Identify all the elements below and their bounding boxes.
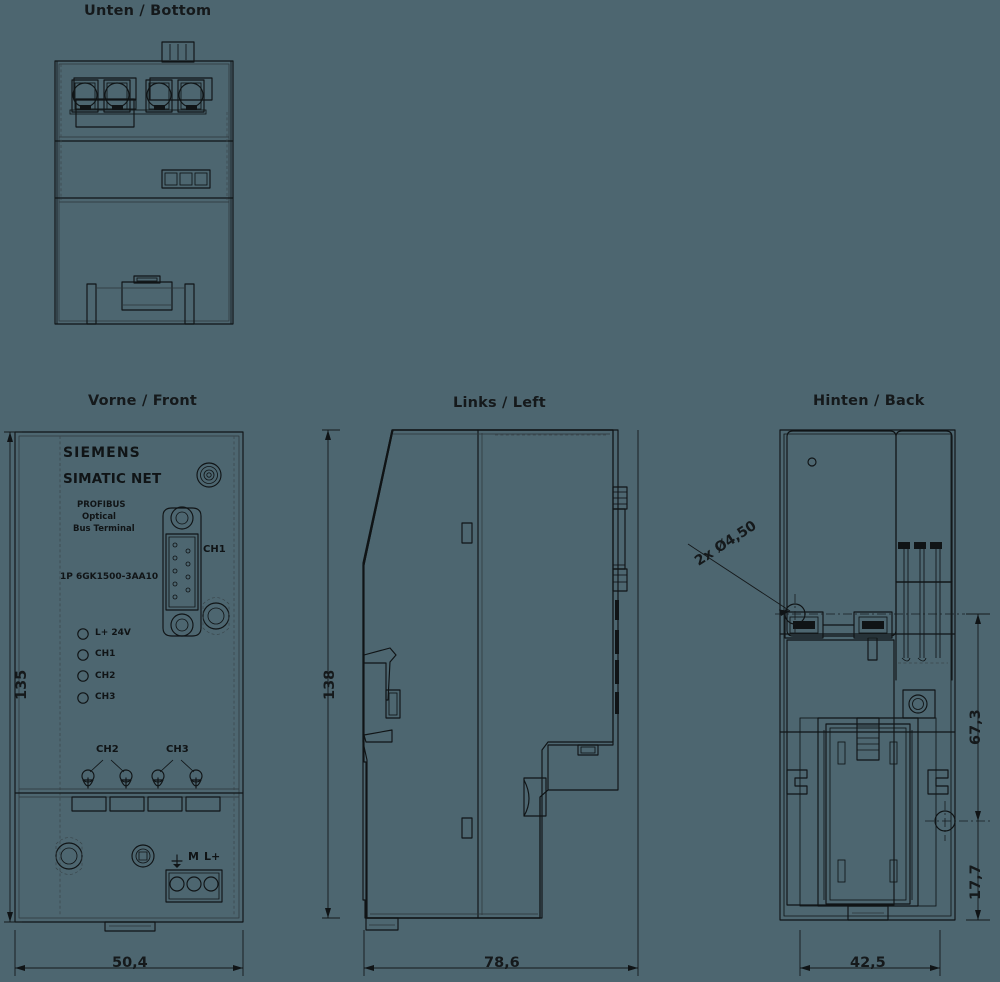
front-optical-ports-ch3 [151, 759, 203, 789]
front-desc-line1: PROFIBUS [77, 500, 126, 510]
dim-back-hole-offset: 17,7 [968, 864, 984, 900]
front-terminal-label-lplus: L+ [204, 850, 221, 863]
front-optical-label-ch2: CH2 [96, 744, 119, 755]
left-bottom-clip [523, 744, 599, 817]
front-dsub-connector [162, 506, 202, 637]
front-part-number: 1P 6GK1500-3AA10 [60, 572, 159, 582]
front-boss-lower [55, 837, 83, 875]
bottom-optical-ports [69, 77, 213, 128]
dim-back-width: 42,5 [850, 955, 886, 971]
front-screw-top [196, 462, 222, 488]
front-vent-slots [71, 796, 221, 812]
back-view-geometry [687, 429, 990, 976]
view-title-back: Hinten / Back [813, 393, 925, 409]
left-dim-height [322, 429, 340, 919]
front-dim-width [14, 930, 244, 976]
front-dim-height [4, 431, 22, 923]
front-boss-upper [202, 597, 230, 635]
back-dim-width [799, 930, 941, 976]
left-bottom-foot [365, 913, 538, 931]
front-bottom-foot [104, 921, 156, 932]
dim-back-hole-spacing: 67,3 [968, 709, 984, 745]
view-title-left: Links / Left [453, 395, 546, 411]
front-desc-line3: Bus Terminal [73, 524, 135, 534]
view-title-front: Vorne / Front [88, 393, 198, 409]
bottom-din-foot [86, 275, 195, 325]
front-optical-ports-ch2 [81, 759, 133, 789]
front-power-terminal [165, 854, 223, 903]
left-view-geometry [322, 429, 639, 976]
front-desc-line2: Optical [82, 512, 116, 522]
back-dim-hole-spacing [966, 613, 990, 821]
bottom-terminal-block [161, 169, 211, 189]
back-mounting-hole-top [775, 594, 965, 634]
back-fin-slots [898, 542, 948, 664]
front-led-label-2: CH2 [95, 671, 116, 681]
front-brand-label: SIEMENS [63, 445, 141, 461]
front-led-indicators [77, 628, 89, 704]
back-round-boss [902, 689, 936, 719]
left-dim-width [363, 430, 639, 976]
dim-left-width: 78,6 [484, 955, 520, 971]
front-ground-screw [131, 844, 155, 868]
front-led-label-3: CH3 [95, 692, 116, 702]
front-optical-label-ch3: CH3 [166, 744, 189, 755]
front-terminal-label-m: M [188, 850, 199, 863]
back-dim-hole-offset [966, 821, 990, 921]
back-hole-callout-leader [687, 543, 791, 616]
front-connector-label-ch1: CH1 [203, 544, 226, 555]
bottom-view-geometry [54, 41, 234, 325]
front-led-label-1: CH1 [95, 649, 116, 659]
front-view-geometry [4, 431, 244, 976]
back-din-rail-clip [786, 717, 949, 921]
dim-front-width: 50,4 [112, 955, 148, 971]
back-mounting-hole-bottom [925, 801, 990, 841]
left-din-clips [363, 647, 401, 743]
front-led-label-0: L+ 24V [95, 628, 131, 638]
front-product-line-label: SIMATIC NET [63, 471, 162, 487]
view-title-bottom: Unten / Bottom [84, 3, 212, 19]
left-connector-stack [612, 486, 628, 714]
